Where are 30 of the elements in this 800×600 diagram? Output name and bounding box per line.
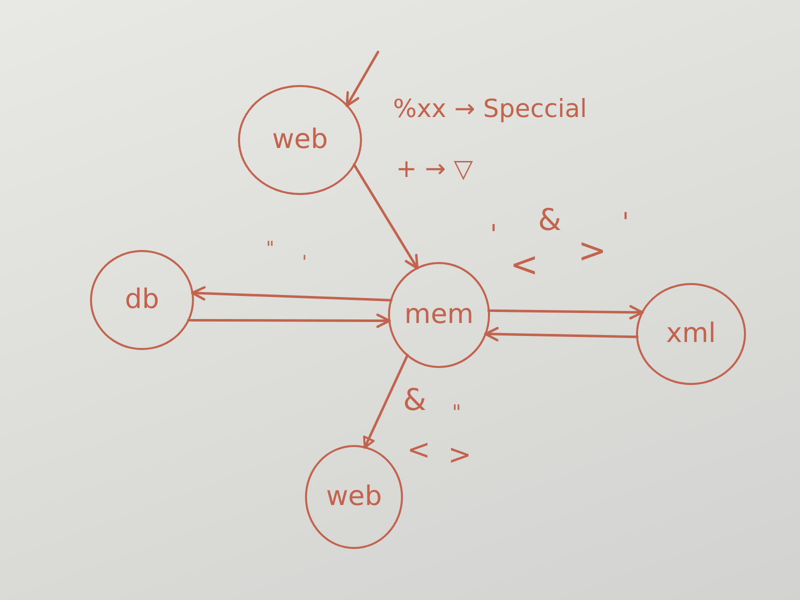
circle-node [388,262,490,368]
annotation-text: %xx → Speccial [393,96,588,121]
circle-node [305,445,403,549]
arrow [187,314,391,328]
arrow [487,305,644,320]
annotation-text: & [538,206,562,236]
annotation-text: ' [302,254,307,272]
annotation-text: < [510,248,538,282]
circle-node [90,250,194,350]
arrow [191,286,393,302]
annotation-text: " [266,240,274,258]
node-label: xml [666,319,716,349]
annotation-text: & [403,386,426,416]
arrow [363,354,409,449]
annotation-text: > [448,441,472,469]
arrow [352,163,419,270]
annotation-text: < [407,436,430,464]
annotation-text: > [578,234,606,268]
node-label: web [326,482,382,512]
annotation-text: ' [490,222,498,248]
node-label: web [272,125,328,155]
circle-node [636,283,746,385]
node-label: db [124,285,160,315]
annotation-text: ' [622,210,630,236]
annotation-text: " [452,402,462,422]
arrow [484,326,639,342]
node-label: mem [404,300,474,330]
circle-node [238,85,362,195]
annotation-text: + → ▽ [396,156,474,181]
arrow [346,50,380,107]
